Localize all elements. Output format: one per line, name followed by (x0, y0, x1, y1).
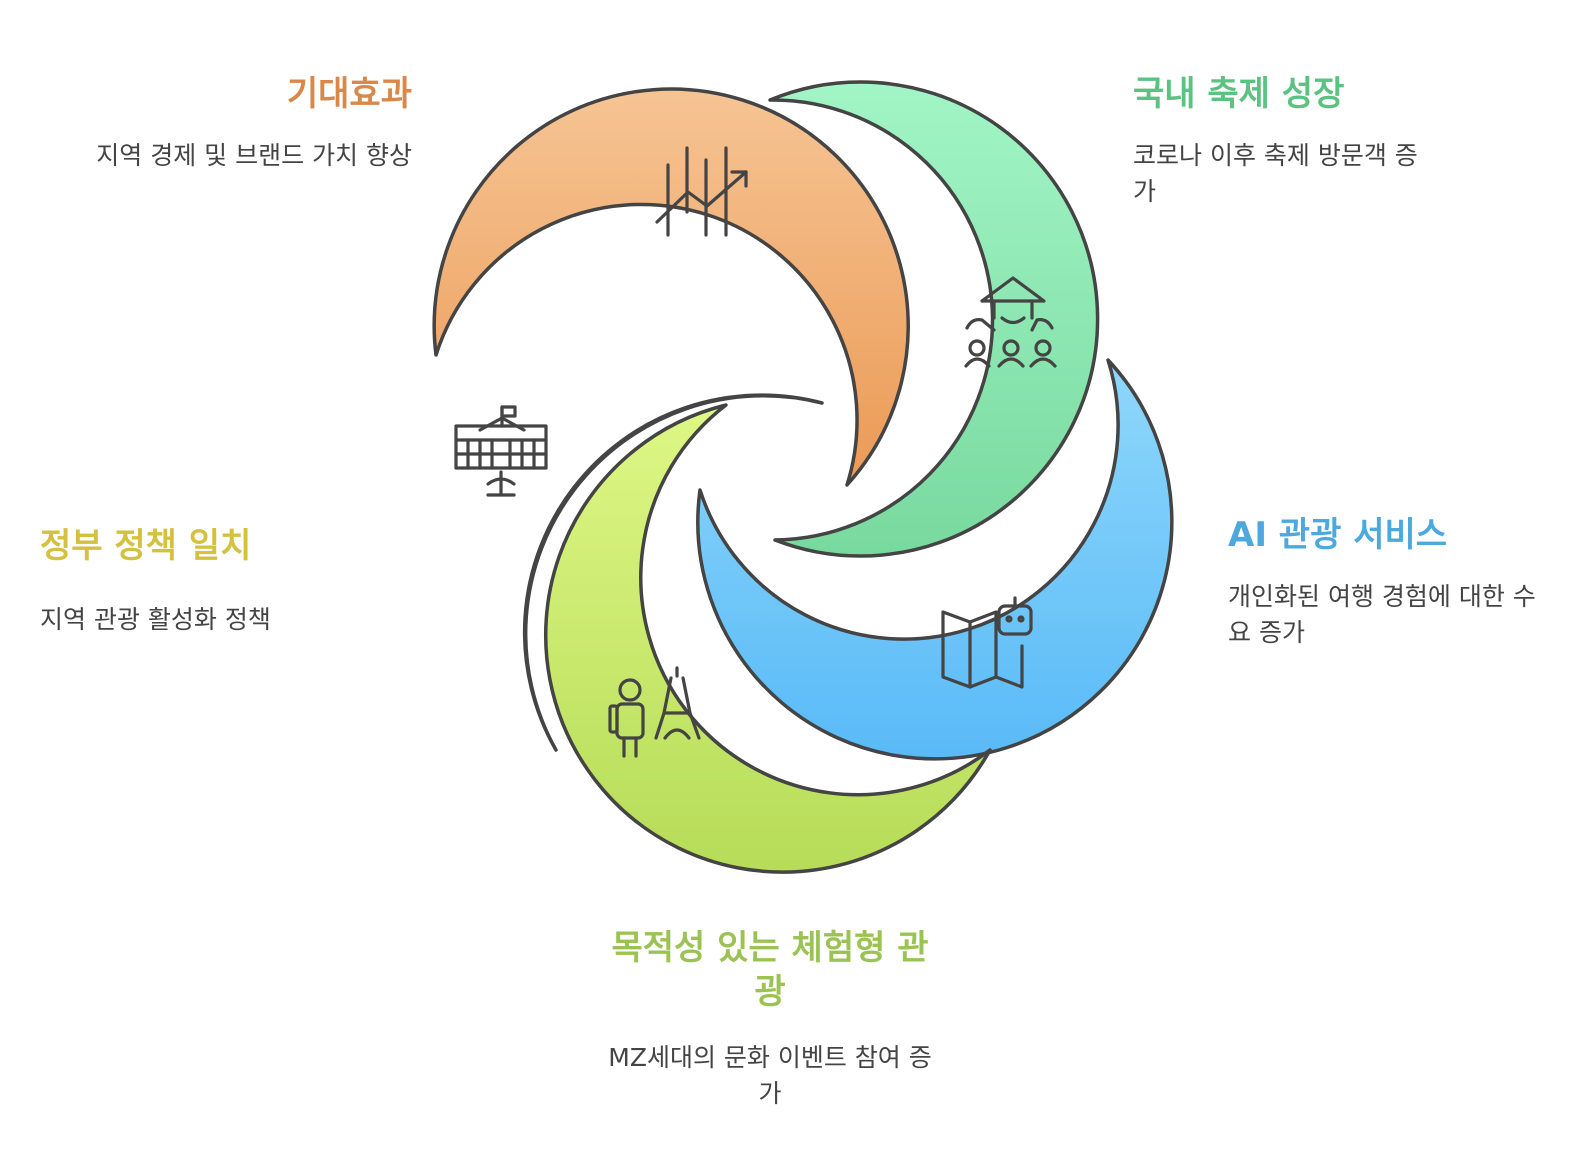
label-ai: AI 관광 서비스 개인화된 여행 경험에 대한 수요 증가 (1228, 513, 1548, 651)
growth-chart-icon (655, 146, 748, 237)
effect-desc: 지역 경제 및 브랜드 가치 향상 (96, 141, 412, 170)
label-purpose: 목적성 있는 체험형 관광 MZ세대의 문화 이벤트 참여 증가 (600, 926, 940, 1112)
festival-desc: 코로나 이후 축제 방문객 증가 (1133, 141, 1418, 206)
label-festival: 국내 축제 성장 코로나 이후 축제 방문객 증가 (1133, 72, 1423, 210)
policy-desc: 지역 관광 활성화 정책 (40, 605, 271, 634)
petal-effect (432, 87, 910, 487)
ai-desc: 개인화된 여행 경험에 대한 수요 증가 (1228, 582, 1536, 647)
effect-title: 기대효과 (286, 74, 412, 114)
purpose-title: 목적성 있는 체험형 관광 (611, 928, 929, 1012)
policy-title: 정부 정책 일치 (40, 526, 252, 566)
government-building-icon (454, 405, 548, 497)
petal-festival (768, 80, 1100, 558)
festival-crowd-icon (964, 276, 1057, 368)
robot-map-icon (941, 596, 1033, 689)
petal-ai (696, 358, 1174, 761)
label-policy: 정부 정책 일치 지역 관광 활성화 정책 (40, 524, 380, 638)
festival-title: 국내 축제 성장 (1133, 74, 1345, 114)
purpose-desc: MZ세대의 문화 이벤트 참여 증가 (608, 1043, 932, 1108)
traveler-landmark-icon (608, 666, 701, 758)
petal-purpose (543, 403, 992, 874)
petal-policy (522, 393, 824, 752)
ai-title: AI 관광 서비스 (1228, 515, 1448, 555)
label-effect: 기대효과 지역 경제 및 브랜드 가치 향상 (40, 72, 412, 174)
